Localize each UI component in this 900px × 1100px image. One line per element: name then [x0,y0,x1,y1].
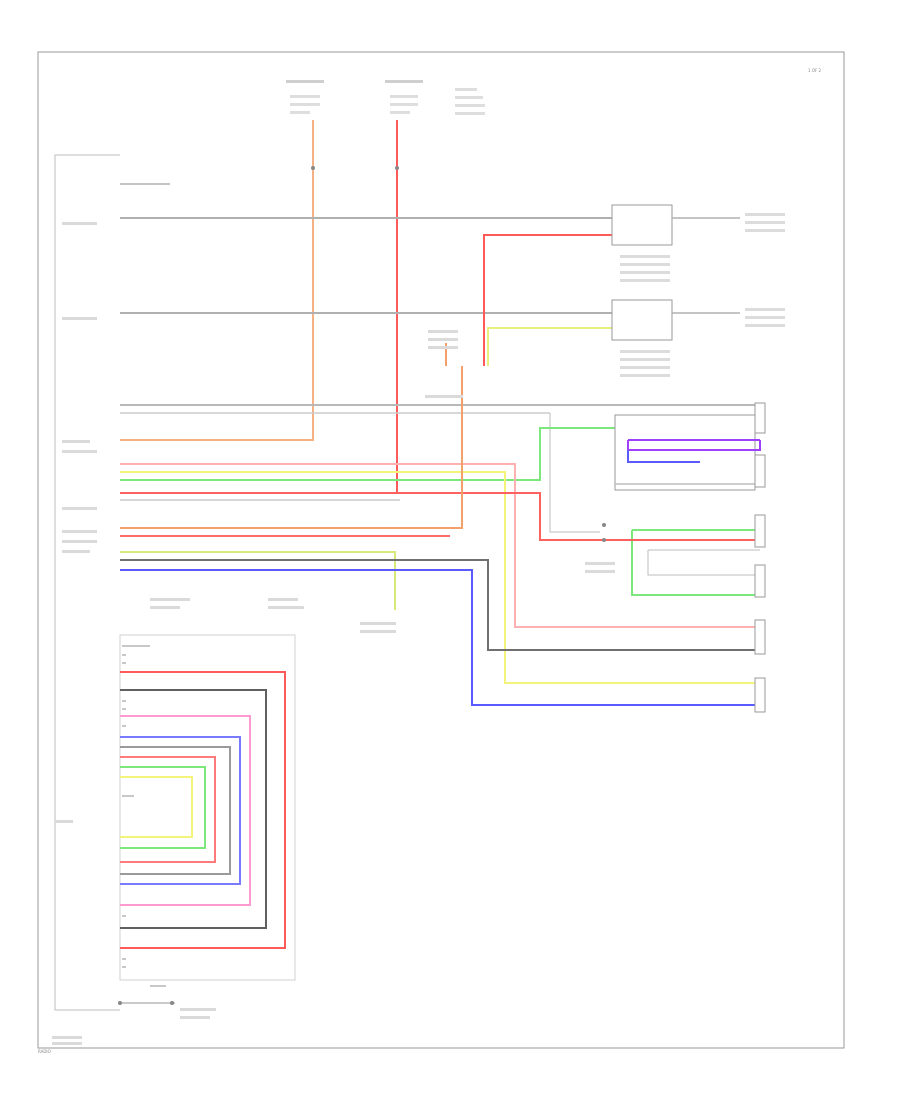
label-stub [390,111,410,114]
speaker-wiring [600,414,761,596]
label-stub [390,103,418,106]
wire-gray-left [647,550,760,576]
wire-purple [627,440,761,451]
label-stub [290,103,320,106]
right-front-speaker-box [614,414,756,491]
footer-label: RADIO [38,1049,51,1054]
wire-orange-feed [120,120,314,441]
speaker [754,677,766,713]
left-antenna-motor [611,299,673,341]
wire-gray-row [549,413,600,533]
label-stub [385,80,423,83]
wire-yellow-antenna-relay [487,327,612,366]
speaker [754,402,766,434]
speakers [754,402,766,713]
wire-pink-row [120,463,760,628]
right-antenna-motor [611,204,673,246]
label-stub [455,88,477,91]
splice [395,166,399,170]
wire-blue-row [120,569,760,706]
wire-red-antenna-relay [483,234,612,366]
speaker [754,619,766,655]
connector-loops [120,671,286,949]
fuse-node [602,538,606,542]
label-stub [286,80,324,83]
speaker [754,514,766,548]
misc-label-stubs [52,222,615,1045]
label-stub [455,96,483,99]
wire-dark-row [120,559,760,651]
radio-connector-block [119,634,296,981]
antenna-caption-stubs [620,213,785,377]
ground-splice [118,1001,122,1005]
label-stub [390,95,418,98]
label-stub [455,112,485,115]
left-bracket [54,154,120,1011]
page-reference: 1 OF 2 [808,68,822,73]
top-connector-labels [286,80,485,115]
speaker [754,454,766,488]
wire-red-feed [120,120,398,494]
ground-splice [170,1001,174,1005]
splice [311,166,315,170]
wire-green-left [631,530,760,596]
wire-blue-short [627,450,700,463]
fuse-node [602,523,606,527]
main-harness [120,366,760,706]
wire-yellow-row [120,471,760,684]
diagram-frame [37,51,845,1049]
label-stub [455,104,485,107]
wire-yellow-row-2 [120,551,396,610]
label-stub [290,111,310,114]
label-stub [290,95,320,98]
connector-pin-stubs [122,645,166,987]
wire-orange-row [120,366,463,529]
speaker [754,564,766,598]
